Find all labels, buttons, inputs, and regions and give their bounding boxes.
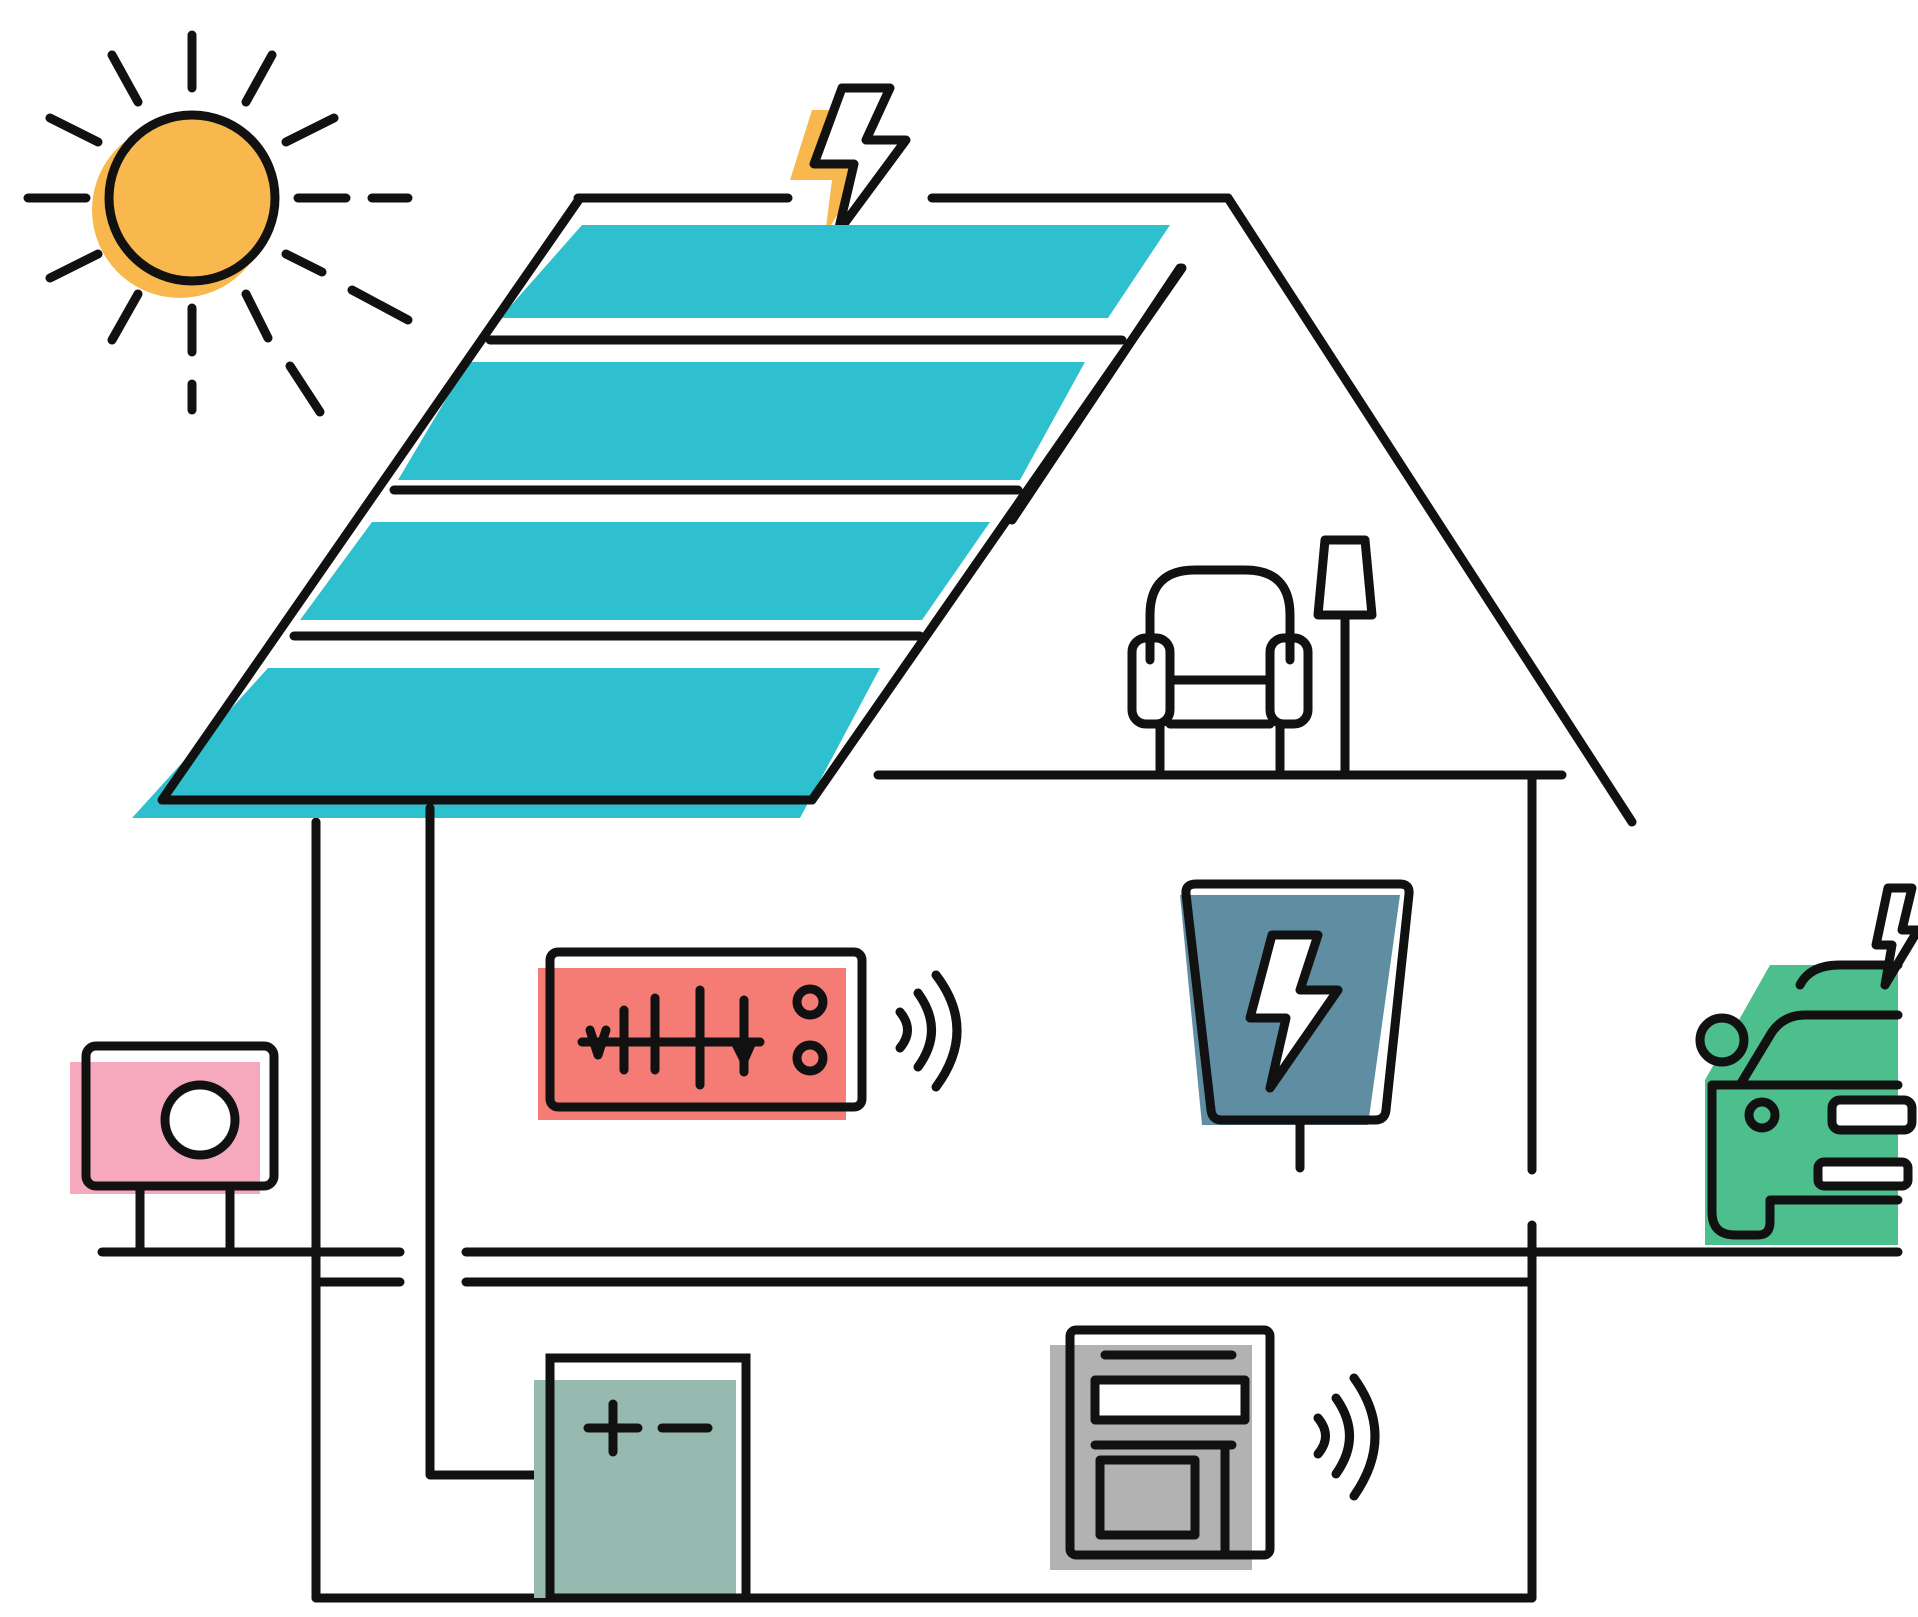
solar-panel-icon <box>132 193 1187 818</box>
inverter-icon <box>538 947 867 1120</box>
electric-car-icon <box>1695 883 1918 1245</box>
smart-meter-icon <box>1050 1325 1275 1570</box>
floor-lamp-icon <box>1313 535 1377 780</box>
armchair-icon <box>1127 565 1313 780</box>
lightning-bolt-icon <box>1871 883 1918 990</box>
heat-pump-icon <box>70 1041 279 1257</box>
sun-icon <box>23 30 413 417</box>
battery-icon <box>534 1353 751 1603</box>
wireless-signal-icon <box>895 970 962 1092</box>
lightning-bolt-icon <box>1245 930 1343 1093</box>
lightning-bolt-icon <box>790 83 911 237</box>
dc-cable <box>425 803 553 1480</box>
wallbox-charger-icon <box>1180 879 1414 1173</box>
wireless-signal-icon <box>1313 1373 1380 1501</box>
